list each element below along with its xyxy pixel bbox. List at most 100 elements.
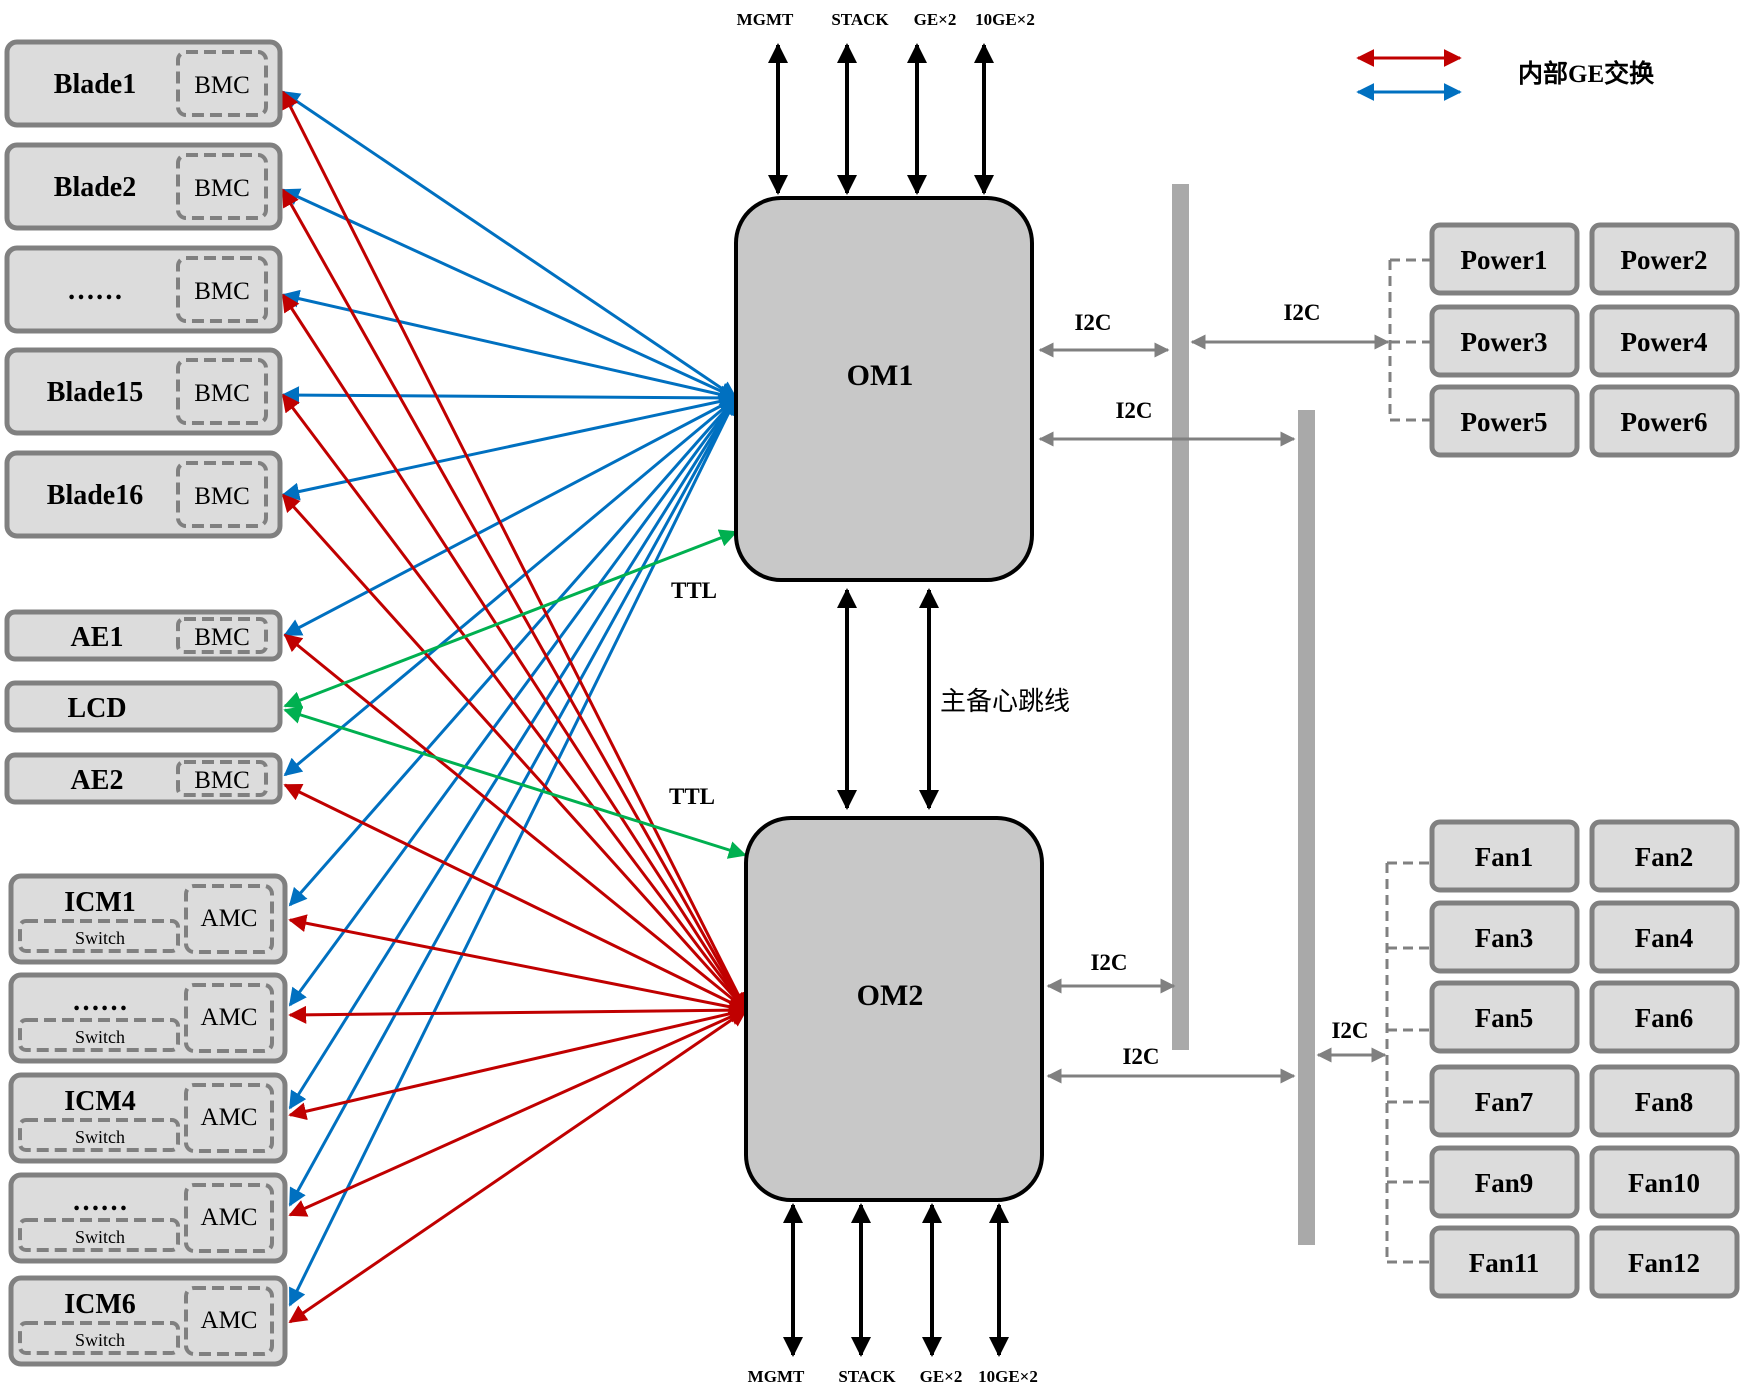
fan-6: Fan6 — [1589, 980, 1740, 1054]
connection-lines — [281, 90, 748, 1324]
ge-link-om1-1 — [281, 90, 738, 400]
fan-5: Fan5 — [1429, 980, 1580, 1054]
fan-label: Fan1 — [1475, 842, 1534, 872]
switch-label: Switch — [75, 1330, 125, 1350]
bmc-label: BMC — [194, 767, 250, 794]
bmc-label: BMC — [194, 380, 250, 407]
ge-link-om1-6 — [283, 396, 738, 637]
heartbeat-label: 主备心跳线 — [940, 687, 1070, 716]
fan-2: Fan2 — [1589, 819, 1740, 893]
power-5: Power5 — [1429, 384, 1580, 458]
power-1: Power1 — [1429, 222, 1580, 296]
blade-name: Blade16 — [47, 480, 143, 511]
fan-9: Fan9 — [1429, 1145, 1580, 1219]
port-label-ge-top: GE×2 — [914, 10, 957, 29]
amc-label: AMC — [201, 905, 258, 932]
fan-1: Fan1 — [1429, 819, 1580, 893]
ae-name: LCD — [67, 693, 126, 724]
bmc-label: BMC — [194, 278, 250, 305]
fan-8: Fan8 — [1589, 1064, 1740, 1138]
i2c-label-om1-a: I2C — [1074, 310, 1111, 335]
fan-label: Fan10 — [1628, 1168, 1700, 1198]
amc-label: AMC — [201, 1307, 258, 1334]
icm-name: …… — [72, 986, 128, 1017]
power-label: Power5 — [1461, 407, 1548, 437]
i2c-label-om2-b: I2C — [1122, 1044, 1159, 1069]
ge-link-om2-1 — [281, 90, 748, 1012]
blade-name: Blade15 — [47, 377, 143, 408]
ttl-label-bottom: TTL — [669, 784, 715, 809]
fan-3: Fan3 — [1429, 900, 1580, 974]
icm-2: …… Switch AMC — [8, 972, 288, 1064]
fan-10: Fan10 — [1589, 1145, 1740, 1219]
ge-link-om1-5 — [281, 392, 738, 501]
ge-link-om2-8 — [288, 914, 748, 1016]
amc-label: AMC — [201, 1004, 258, 1031]
power-label: Power1 — [1461, 245, 1548, 275]
fan-12: Fan12 — [1589, 1225, 1740, 1299]
om2-port-labels: MGMT STACK GE×2 10GE×2 — [748, 1367, 1038, 1386]
amc-label: AMC — [201, 1204, 258, 1231]
ttl-link-om1 — [283, 529, 738, 709]
switch-label: Switch — [75, 1227, 125, 1247]
switch-label: Switch — [75, 1127, 125, 1147]
icm-name: ICM1 — [64, 887, 136, 918]
ttl-link-om2 — [283, 706, 747, 859]
ge-link-om2-3 — [281, 293, 748, 1012]
ae-lcd: LCD — [4, 680, 283, 733]
icm-name: …… — [72, 1186, 128, 1217]
blade-name: Blade1 — [54, 69, 136, 100]
port-label-mgmt-top: MGMT — [737, 10, 794, 29]
i2c-links — [1038, 334, 1390, 1084]
icm-name: ICM4 — [64, 1086, 136, 1117]
i2c-bus-power — [1172, 184, 1189, 1050]
blade-3: …… BMC — [4, 245, 283, 334]
ge-link-om2-12 — [288, 1008, 748, 1324]
port-label-mgmt-bottom: MGMT — [748, 1367, 805, 1386]
ge-link-om2-7 — [283, 783, 748, 1012]
fan-label: Fan2 — [1635, 842, 1694, 872]
icm-name: ICM6 — [64, 1289, 136, 1320]
ge-link-om2-6 — [283, 633, 748, 1012]
fan-4: Fan4 — [1589, 900, 1740, 974]
power-bus-tree — [1388, 258, 1432, 422]
fan-11: Fan11 — [1429, 1225, 1580, 1299]
i2c-label-om1-b: I2C — [1115, 398, 1152, 423]
blade-2: Blade2 BMC — [4, 142, 283, 231]
blade-name: Blade2 — [54, 172, 136, 203]
fan-label: Fan8 — [1635, 1087, 1694, 1117]
blade-name: …… — [67, 275, 123, 306]
fan-label: Fan7 — [1475, 1087, 1534, 1117]
i2c-bus-fan — [1298, 410, 1315, 1245]
power-label: Power3 — [1461, 327, 1548, 357]
ge-link-om1-2 — [281, 188, 738, 400]
om1-module: OM1 — [734, 196, 1034, 582]
fan-label: Fan6 — [1635, 1003, 1694, 1033]
ge-link-om2-10 — [288, 1004, 748, 1121]
switch-label: Switch — [75, 1027, 125, 1047]
om1-label: OM1 — [847, 359, 914, 392]
port-label-stack-top: STACK — [831, 10, 889, 29]
blade-4: Blade15 BMC — [4, 347, 283, 436]
bmc-label: BMC — [194, 483, 250, 510]
port-label-stack-bottom: STACK — [838, 1367, 896, 1386]
ge-link-om2-11 — [288, 1008, 748, 1217]
icm-4: …… Switch AMC — [8, 1172, 288, 1264]
fan-label: Fan5 — [1475, 1003, 1534, 1033]
om2-label: OM2 — [857, 979, 924, 1012]
bmc-label: BMC — [194, 624, 250, 651]
om2-module: OM2 — [744, 816, 1044, 1202]
legend-label: 内部GE交换 — [1518, 59, 1655, 88]
port-label-10ge-top: 10GE×2 — [975, 10, 1035, 29]
power-2: Power2 — [1589, 222, 1740, 296]
power-label: Power2 — [1621, 245, 1708, 275]
bmc-label: BMC — [194, 175, 250, 202]
om1-port-labels: MGMT STACK GE×2 10GE×2 — [737, 10, 1035, 29]
ttl-label-top: TTL — [671, 578, 717, 603]
fan-label: Fan3 — [1475, 923, 1534, 953]
